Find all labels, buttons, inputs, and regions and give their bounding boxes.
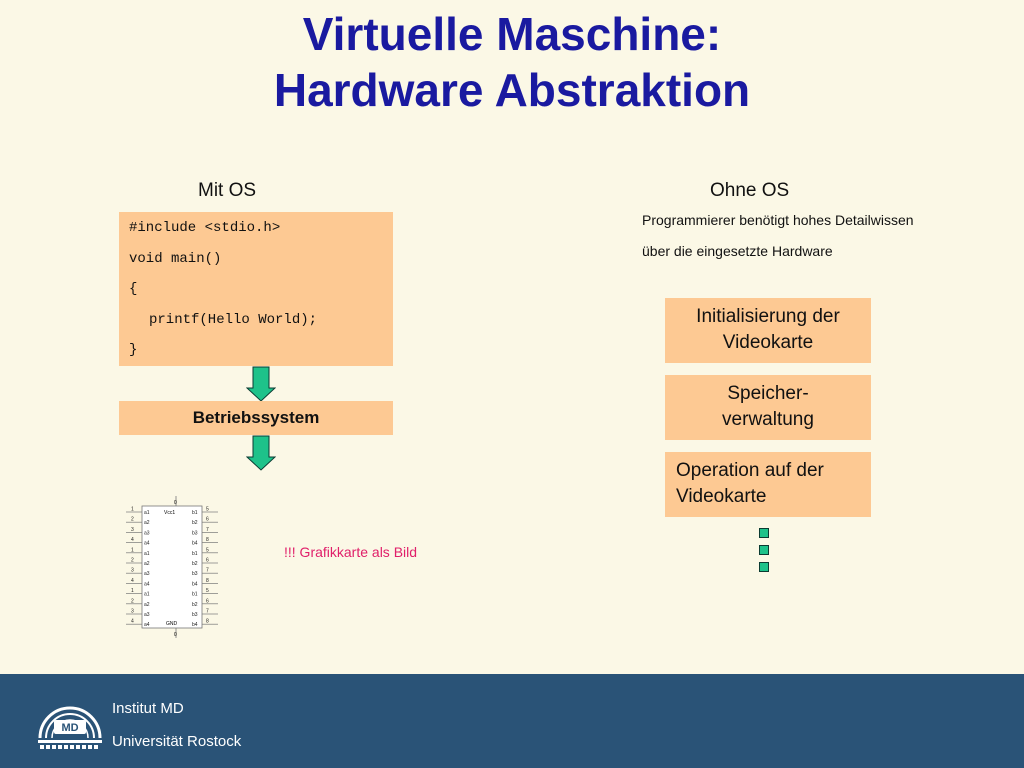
chip-top-pin: 0 [174,500,177,506]
chip-pin-name: b1 [192,510,198,516]
chip-pin-name: a2 [144,520,150,526]
code-line: #include <stdio.h> [129,220,281,236]
ellipsis-dot-icon [759,545,769,555]
logo-text: MD [61,722,78,734]
chip-pin-name: b2 [192,561,198,567]
ohne-os-label: Ohne OS [710,180,790,201]
chip-pin-number: 1 [131,547,134,553]
footer-universitaet: Universität Rostock [112,733,242,750]
chip-pin-number: 2 [131,517,134,523]
description-line-1: Programmierer benötigt hohes Detailwisse… [642,212,914,228]
chip-pin-number: 4 [131,619,134,625]
chip-pin-number: 4 [131,537,134,543]
chip-pin-number: 6 [206,517,209,523]
ellipsis-dot-icon [759,562,769,572]
chip-pin-number: 7 [206,527,209,533]
chip-diagram: 0 0 Vcc1 GND 1 a1 b1 5 2 a2 b2 6 3 a3 b3 7 4 a4 b4 8 1 a1… [126,496,218,638]
step-operation: Operation auf der Videokarte [665,452,871,517]
chip-bottom-pin: 0 [174,632,177,638]
chip-pin-number: 6 [206,598,209,604]
step-line: Videokarte [722,332,814,353]
chip-pin-name: a1 [144,592,150,598]
code-line: printf(Hello World); [149,311,318,328]
ellipsis-dot-icon [759,528,769,538]
code-line: } [129,342,138,358]
code-line: { [129,281,138,297]
step-line: verwaltung [722,409,814,430]
chip-pin-number: 4 [131,578,134,584]
chip-pin-name: a3 [144,612,150,618]
chip-pin-name: b1 [192,551,198,557]
step-initialisierung: Initialisierung der Videokarte [665,298,871,363]
chip-pin-name: a4 [144,622,150,628]
chip-pin-number: 8 [206,578,209,584]
chip-pin-number: 8 [206,619,209,625]
footer-institut: Institut MD [112,700,184,717]
code-line: void main() [129,250,222,267]
chip-pin-name: a4 [144,541,150,547]
chip-pin-name: a3 [144,571,150,577]
chip-pin-number: 6 [206,558,209,564]
institut-md-logo-icon: MD [38,706,102,749]
chip-pin-name: a1 [144,551,150,557]
down-arrow-icon [246,366,276,402]
chip-pin-name: a2 [144,561,150,567]
chip-pin-name: a3 [144,530,150,536]
chip-pin-number: 3 [131,527,134,533]
chip-pin-number: 7 [206,568,209,574]
chip-pin-name: b3 [192,612,198,618]
chip-gnd: GND [166,621,178,627]
step-line: Initialisierung der [696,306,840,327]
chip-pin-name: b3 [192,530,198,536]
chip-pin-name: b2 [192,602,198,608]
chip-pin-number: 1 [131,507,134,513]
chip-pin-number: 1 [131,588,134,594]
chip-pin-name: b4 [192,581,198,587]
chip-pin-name: b4 [192,622,198,628]
step-line: Videokarte [676,486,767,507]
code-box: #include <stdio.h> void main() { printf(… [119,212,393,366]
chip-pin-name: b3 [192,571,198,577]
title-line-1: Virtuelle Maschine: [302,8,722,60]
betriebssystem-box: Betriebssystem [119,401,393,435]
chip-vcc: Vcc1 [164,510,175,516]
description-line-2: über die eingesetzte Hardware [642,243,833,259]
slide-title: Virtuelle Maschine: Hardware Abstraktion [0,6,1024,118]
chip-pin-name: b1 [192,592,198,598]
mit-os-label: Mit OS [198,180,257,201]
chip-pin-name: a2 [144,602,150,608]
step-line: Operation auf der [676,460,824,481]
chip-pin-number: 2 [131,558,134,564]
footer-bar [0,674,1024,768]
chip-pin-number: 3 [131,568,134,574]
chip-pin-number: 8 [206,537,209,543]
chip-pin-number: 5 [206,507,209,513]
chip-pin-name: b2 [192,520,198,526]
down-arrow-icon [246,435,276,471]
step-line: Speicher- [727,383,809,404]
chip-pin-name: a1 [144,510,150,516]
chip-pin-number: 3 [131,609,134,615]
grafikkarte-note: !!! Grafikkarte als Bild [284,544,418,560]
chip-pin-number: 5 [206,588,209,594]
chip-pin-name: a4 [144,581,150,587]
step-speicherverwaltung: Speicher- verwaltung [665,375,871,440]
title-line-2: Hardware Abstraktion [273,64,751,116]
chip-pin-number: 5 [206,547,209,553]
chip-pin-number: 7 [206,609,209,615]
chip-pin-name: b4 [192,541,198,547]
chip-pin-number: 2 [131,598,134,604]
